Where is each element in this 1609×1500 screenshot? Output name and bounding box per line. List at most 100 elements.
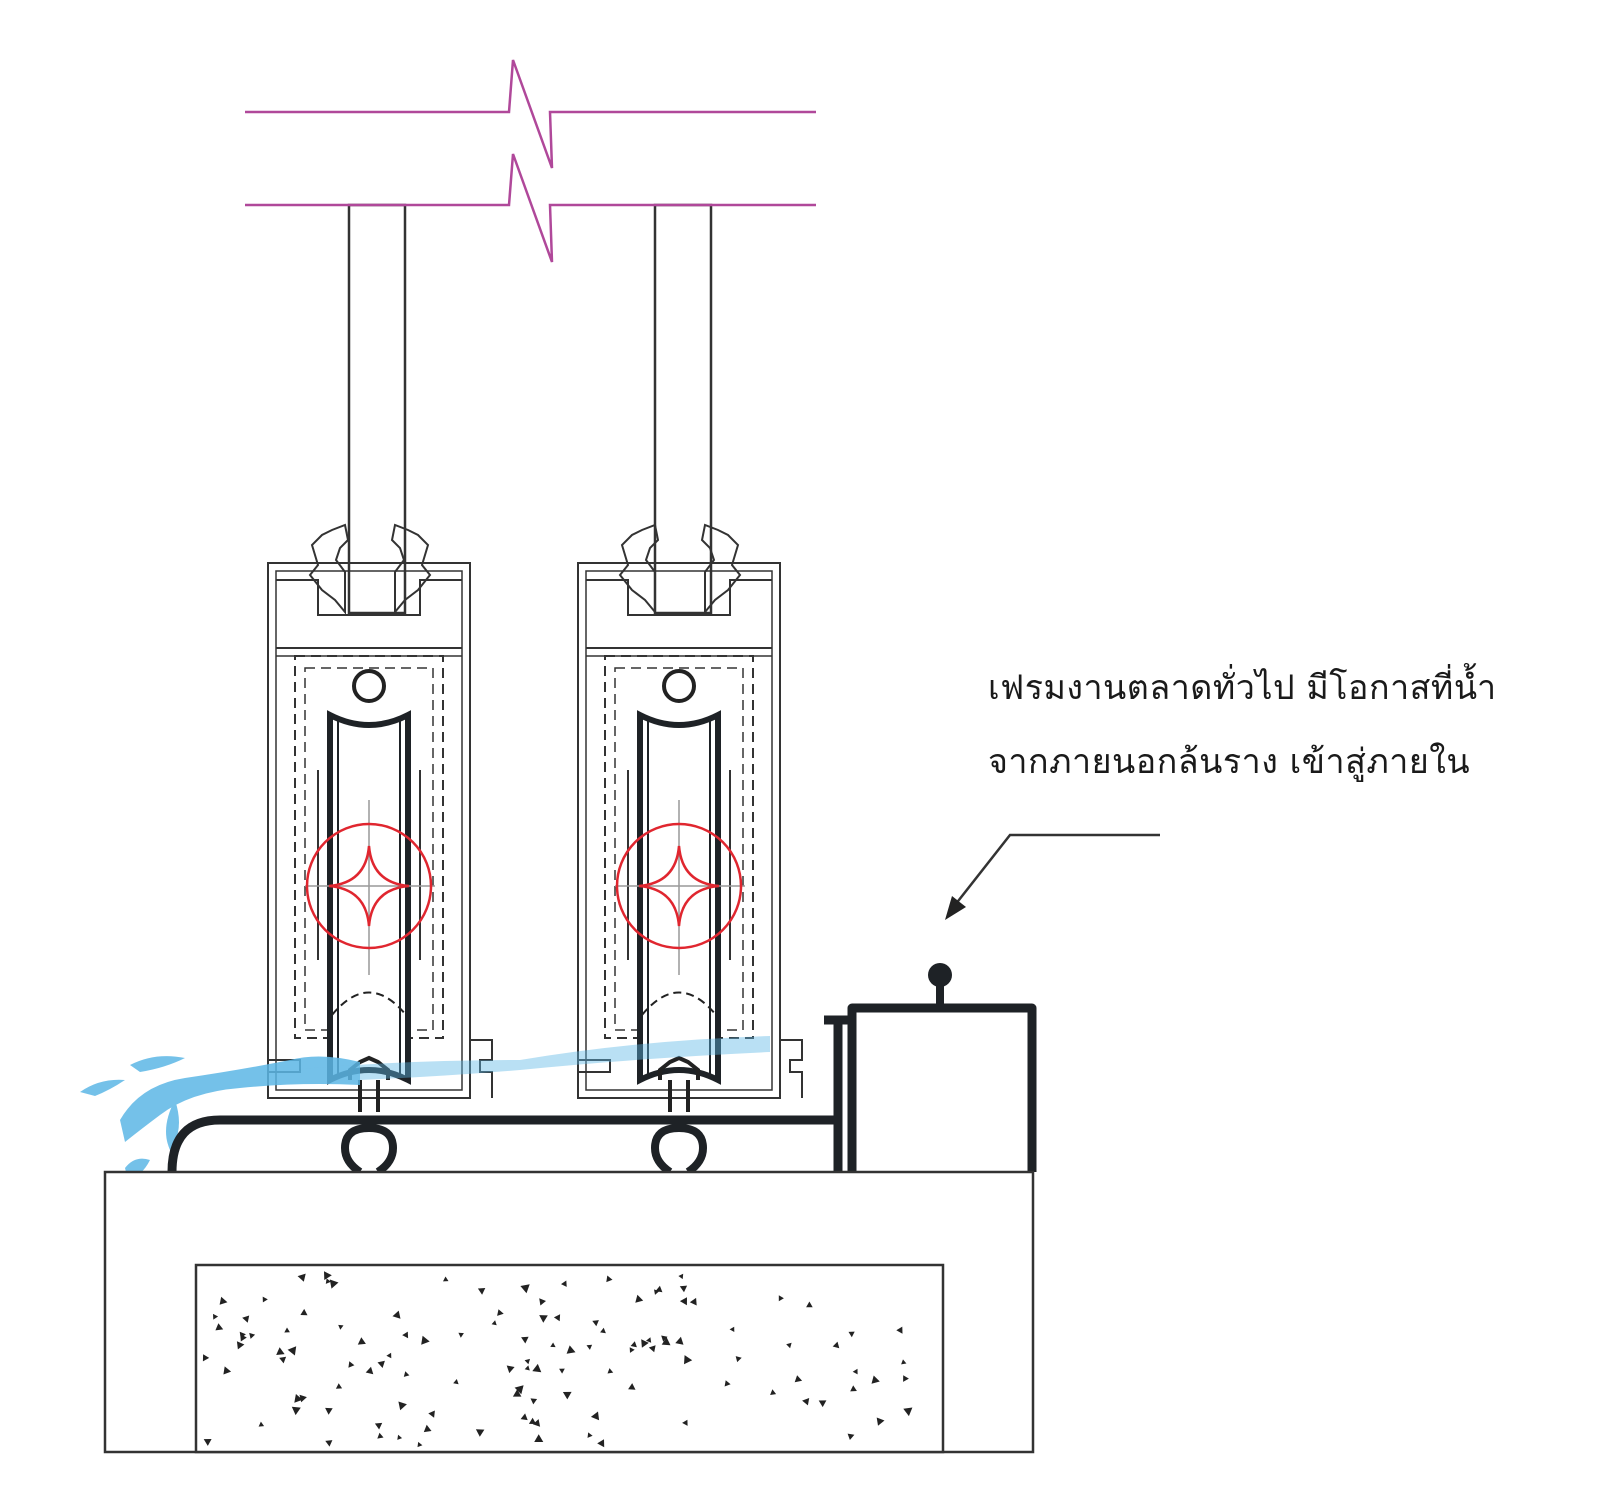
aggregate-mark xyxy=(561,1280,567,1287)
aggregate-mark xyxy=(587,1432,593,1438)
aggregate-mark xyxy=(386,1352,392,1359)
aggregate-mark xyxy=(628,1383,636,1390)
aggregate-mark xyxy=(520,1413,528,1421)
aggregate-mark xyxy=(428,1410,435,1418)
aggregate-mark xyxy=(276,1347,285,1355)
aggregate-mark xyxy=(239,1331,246,1339)
aggregate-mark xyxy=(475,1429,485,1437)
aggregate-mark xyxy=(802,1398,810,1406)
aggregate-mark xyxy=(287,1346,297,1356)
aggregate-mark xyxy=(562,1391,572,1400)
aggregate-mark xyxy=(325,1440,333,1447)
aggregate-mark xyxy=(506,1365,515,1374)
aggregate-mark xyxy=(530,1398,538,1405)
aggregate-mark xyxy=(325,1278,331,1284)
aggregate-mark xyxy=(606,1275,613,1283)
aggregate-mark xyxy=(586,1344,593,1350)
aggregate-mark xyxy=(528,1417,537,1424)
aggregate-mark xyxy=(374,1422,383,1430)
aggregate-mark xyxy=(219,1296,228,1305)
aggregate-mark xyxy=(223,1366,232,1375)
aggregate-mark xyxy=(324,1271,332,1280)
aggregate-mark xyxy=(294,1394,303,1403)
aggregate-mark xyxy=(348,1361,355,1368)
aggregate-mark xyxy=(553,1314,561,1322)
aggregate-mark xyxy=(539,1315,548,1323)
aggregate-mark xyxy=(559,1368,565,1374)
aggregate-mark xyxy=(607,1368,614,1374)
aggregate-mark xyxy=(903,1375,909,1382)
aggregate-mark xyxy=(648,1345,656,1353)
concrete-aggregate xyxy=(202,1271,913,1448)
aggregate-mark xyxy=(661,1335,668,1342)
aggregate-mark xyxy=(236,1341,245,1350)
aggregate-mark xyxy=(903,1407,913,1417)
aggregate-mark xyxy=(202,1354,210,1362)
aggregate-mark xyxy=(512,1389,522,1397)
aggregate-mark xyxy=(242,1315,250,1323)
aggregate-mark xyxy=(729,1326,735,1332)
aggregate-mark xyxy=(403,1371,410,1377)
aggregate-mark xyxy=(689,1297,697,1306)
aggregate-mark xyxy=(682,1419,688,1426)
aggregate-mark xyxy=(534,1434,544,1442)
sill-track-profile xyxy=(167,1003,1037,1173)
aggregate-mark xyxy=(590,1411,600,1421)
aggregate-mark xyxy=(514,1385,524,1395)
aggregate-mark xyxy=(818,1400,827,1408)
aggregate-mark xyxy=(592,1320,599,1327)
aggregate-mark xyxy=(215,1323,224,1331)
aggregate-mark xyxy=(520,1284,530,1294)
aggregate-mark xyxy=(300,1308,308,1316)
aggregate-mark xyxy=(871,1375,880,1384)
aggregate-mark xyxy=(724,1380,731,1387)
aggregate-mark xyxy=(284,1327,290,1333)
track-rail-clips xyxy=(340,1123,708,1176)
aggregate-mark xyxy=(684,1355,693,1365)
aggregate-mark xyxy=(402,1331,409,1339)
aggregate-mark xyxy=(679,1297,687,1306)
aggregate-mark xyxy=(524,1365,530,1371)
aggregate-mark xyxy=(203,1439,212,1446)
aggregate-mark xyxy=(539,1298,546,1306)
aggregate-mark xyxy=(832,1341,840,1349)
aggregate-mark xyxy=(524,1358,530,1365)
aggregate-mark xyxy=(258,1421,265,1427)
aggregate-mark xyxy=(491,1320,497,1326)
aggregate-mark xyxy=(532,1363,542,1373)
aggregate-mark xyxy=(850,1385,857,1392)
aggregate-mark xyxy=(679,1285,688,1293)
aggregate-mark xyxy=(357,1337,366,1345)
aggregate-mark xyxy=(654,1289,660,1295)
aggregate-mark xyxy=(417,1441,423,1448)
aggregate-mark xyxy=(786,1342,792,1349)
aggregate-mark xyxy=(735,1356,742,1363)
aggregate-mark xyxy=(847,1433,855,1440)
aggregate-mark xyxy=(778,1295,784,1302)
aggregate-mark xyxy=(641,1339,649,1348)
aggregate-mark xyxy=(675,1336,684,1345)
aggregate-mark xyxy=(329,1279,339,1289)
aggregate-mark xyxy=(398,1401,407,1411)
break-line-icon xyxy=(245,59,816,263)
aggregate-mark xyxy=(770,1389,777,1395)
aggregate-mark xyxy=(550,1342,556,1348)
aggregate-mark xyxy=(600,1327,606,1334)
arrow-icon xyxy=(945,833,1160,920)
aggregate-mark xyxy=(655,1285,663,1293)
aggregate-mark xyxy=(876,1417,885,1426)
aggregate-mark xyxy=(377,1432,384,1439)
aggregate-mark xyxy=(338,1324,344,1330)
aggregate-mark xyxy=(421,1335,430,1345)
aggregate-mark xyxy=(279,1356,287,1364)
aggregate-mark xyxy=(458,1332,464,1338)
annotation-line-2: จากภายนอกล้นราง เข้าสู่ภายใน xyxy=(988,742,1471,782)
aggregate-mark xyxy=(299,1394,307,1403)
aggregate-mark xyxy=(213,1313,219,1320)
aggregate-mark xyxy=(901,1359,907,1365)
aggregate-mark xyxy=(794,1375,803,1383)
aggregate-mark xyxy=(262,1296,268,1303)
aggregate-mark xyxy=(453,1379,459,1385)
aggregate-mark xyxy=(325,1407,333,1415)
